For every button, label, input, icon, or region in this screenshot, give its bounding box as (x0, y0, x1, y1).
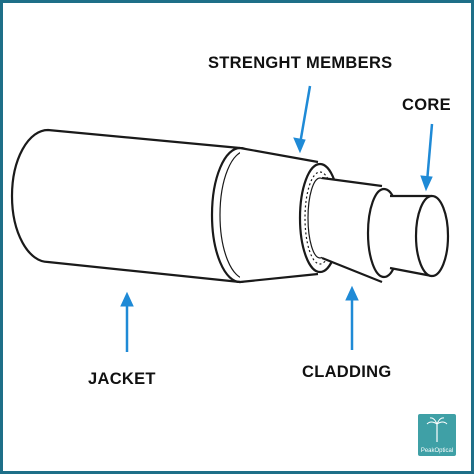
peakoptical-logo: PeakOptical (418, 414, 456, 456)
arrow-core (420, 123, 434, 192)
label-core: CORE (402, 96, 451, 114)
logo-text: PeakOptical (420, 448, 454, 454)
arrow-strength-members (293, 85, 312, 154)
label-jacket: JACKET (88, 370, 156, 388)
arrow-cladding (345, 285, 359, 350)
arrow-jacket (120, 291, 134, 352)
core-segment (389, 194, 450, 278)
label-cladding: CLADDING (302, 363, 392, 381)
label-strength-members: STRENGHT MEMBERS (208, 54, 393, 72)
palm-tree-icon (426, 417, 448, 442)
cladding-segment (321, 176, 402, 284)
jacket-segment (10, 128, 272, 284)
